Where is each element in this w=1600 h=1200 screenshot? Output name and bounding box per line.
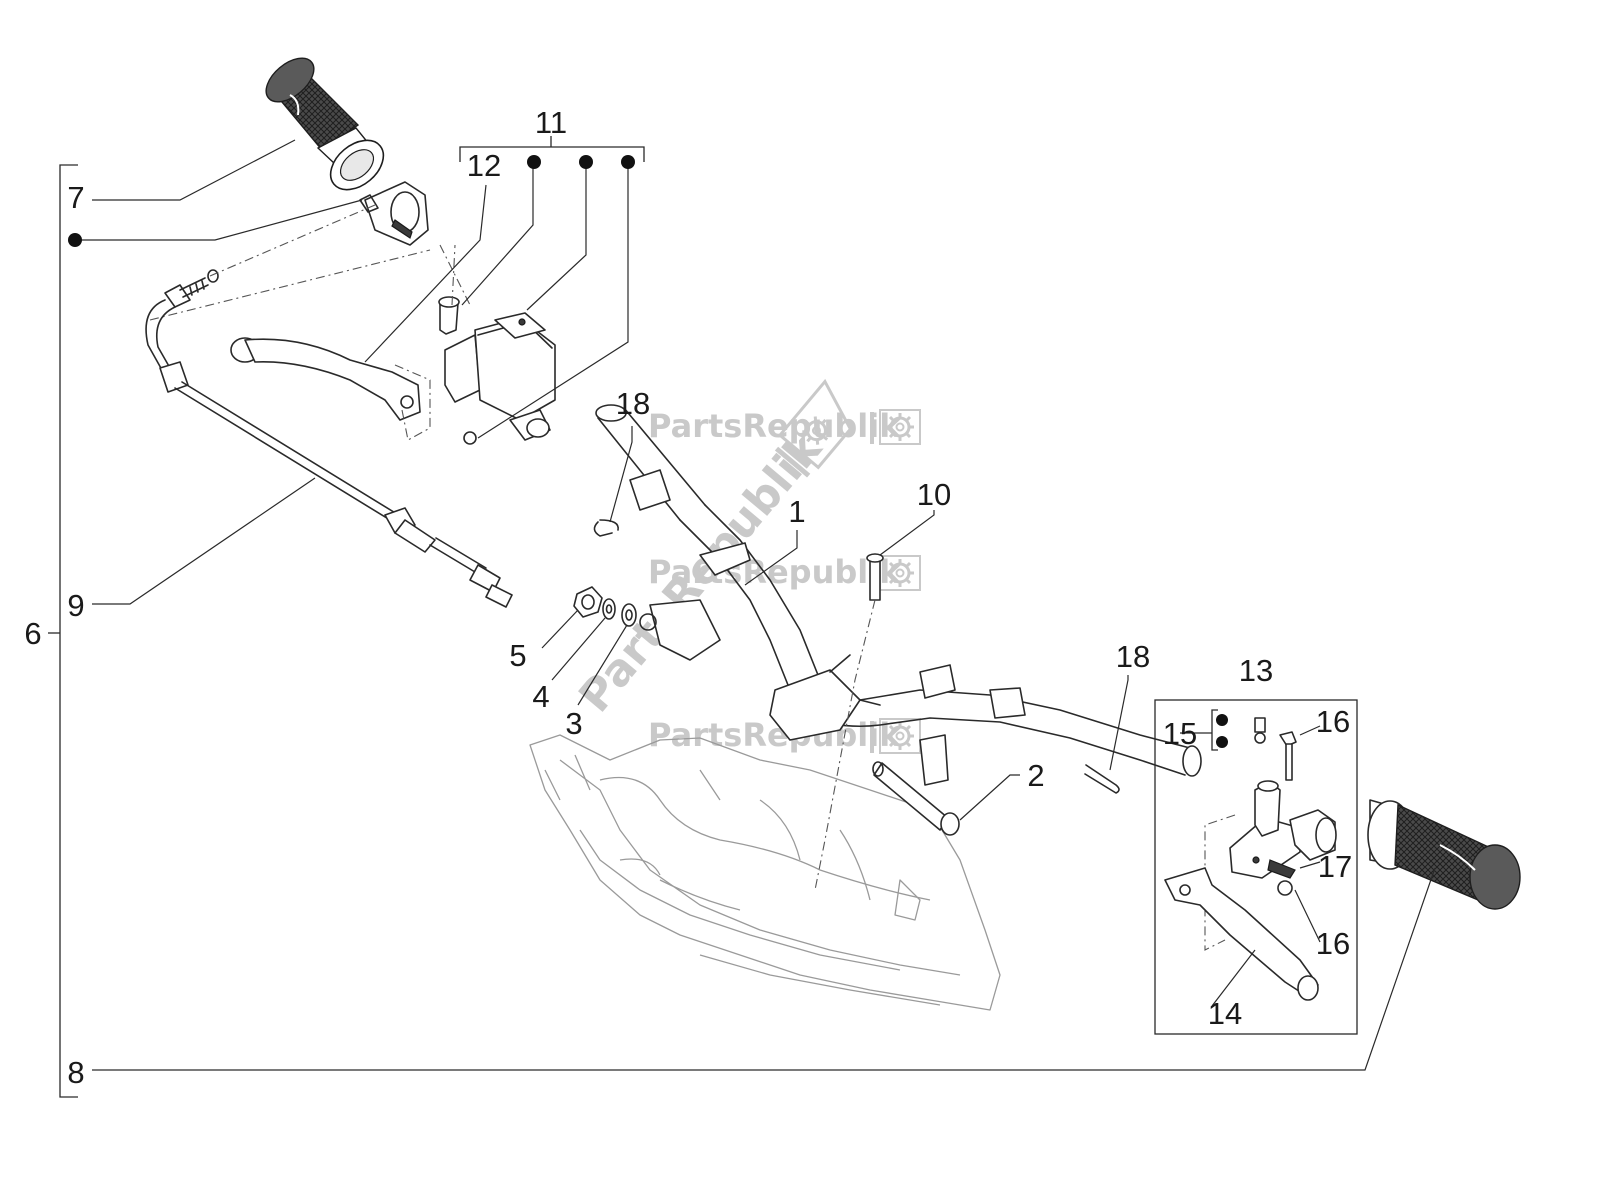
callout-3: 3 <box>565 706 582 741</box>
nut-and-washers <box>573 586 657 631</box>
callout-16-top: 16 <box>1316 704 1350 739</box>
bracket-6 <box>48 164 78 1098</box>
callout-16-bottom: 16 <box>1316 926 1350 961</box>
right-lever-box <box>1154 699 1358 1035</box>
callout-dot-icon <box>1216 714 1228 726</box>
callout-17: 17 <box>1318 849 1352 884</box>
callout-13: 13 <box>1239 653 1273 688</box>
callout-1: 1 <box>788 494 805 529</box>
watermark-text: PartsRepublik <box>648 407 901 445</box>
callout-9: 9 <box>67 588 84 623</box>
handlebar <box>595 404 1202 786</box>
circlip-right <box>1084 764 1120 794</box>
watermark-middle: PartsRepublik <box>648 553 921 591</box>
callout-11: 11 <box>535 105 567 140</box>
callout-dots <box>68 155 1228 748</box>
callout-7: 7 <box>67 180 84 215</box>
handlebar-bolt <box>872 761 960 836</box>
callout-dot-icon <box>621 155 635 169</box>
left-lever <box>230 337 431 441</box>
floor-panel-outline <box>529 734 1001 1011</box>
pin-16 <box>1267 731 1297 896</box>
callout-8: 8 <box>67 1055 84 1090</box>
callout-dot-icon <box>1216 736 1228 748</box>
screw-10 <box>814 553 884 891</box>
callout-dot-icon <box>579 155 593 169</box>
callout-14: 14 <box>1208 996 1242 1031</box>
callout-dot-icon <box>527 155 541 169</box>
screw-15-pair <box>1254 717 1266 744</box>
callout-15: 15 <box>1163 716 1197 751</box>
callout-10: 10 <box>917 477 951 512</box>
right-grip <box>1367 799 1521 910</box>
switch-housing <box>359 181 429 246</box>
control-cable <box>145 299 513 608</box>
callout-dot-icon <box>68 233 82 247</box>
right-lever <box>1164 867 1319 1001</box>
callout-2: 2 <box>1027 758 1044 793</box>
watermark-text: PartsRepublik <box>648 716 901 754</box>
watermark-bottom: PartsRepublik <box>648 716 921 754</box>
leader-lines <box>80 139 1436 1071</box>
watermark-text: PartsRepublik <box>648 553 901 591</box>
watermark-top: PartsRepublik <box>648 407 921 445</box>
right-lever-bracket <box>1204 780 1337 951</box>
callout-18-left: 18 <box>616 386 650 421</box>
bracket-11 <box>459 136 645 162</box>
callout-4: 4 <box>532 679 549 714</box>
callout-12: 12 <box>467 148 501 183</box>
circlip-left <box>593 519 619 537</box>
callout-labels: 1 2 3 4 5 6 7 8 9 10 11 12 13 14 15 16 1… <box>24 105 1352 1090</box>
callout-18-right: 18 <box>1116 639 1150 674</box>
cable-adjuster <box>149 204 431 321</box>
callout-6: 6 <box>24 616 41 651</box>
left-grip <box>265 57 385 191</box>
master-cylinder <box>438 244 556 445</box>
callout-5: 5 <box>509 638 526 673</box>
bracket-15 <box>1200 709 1218 751</box>
